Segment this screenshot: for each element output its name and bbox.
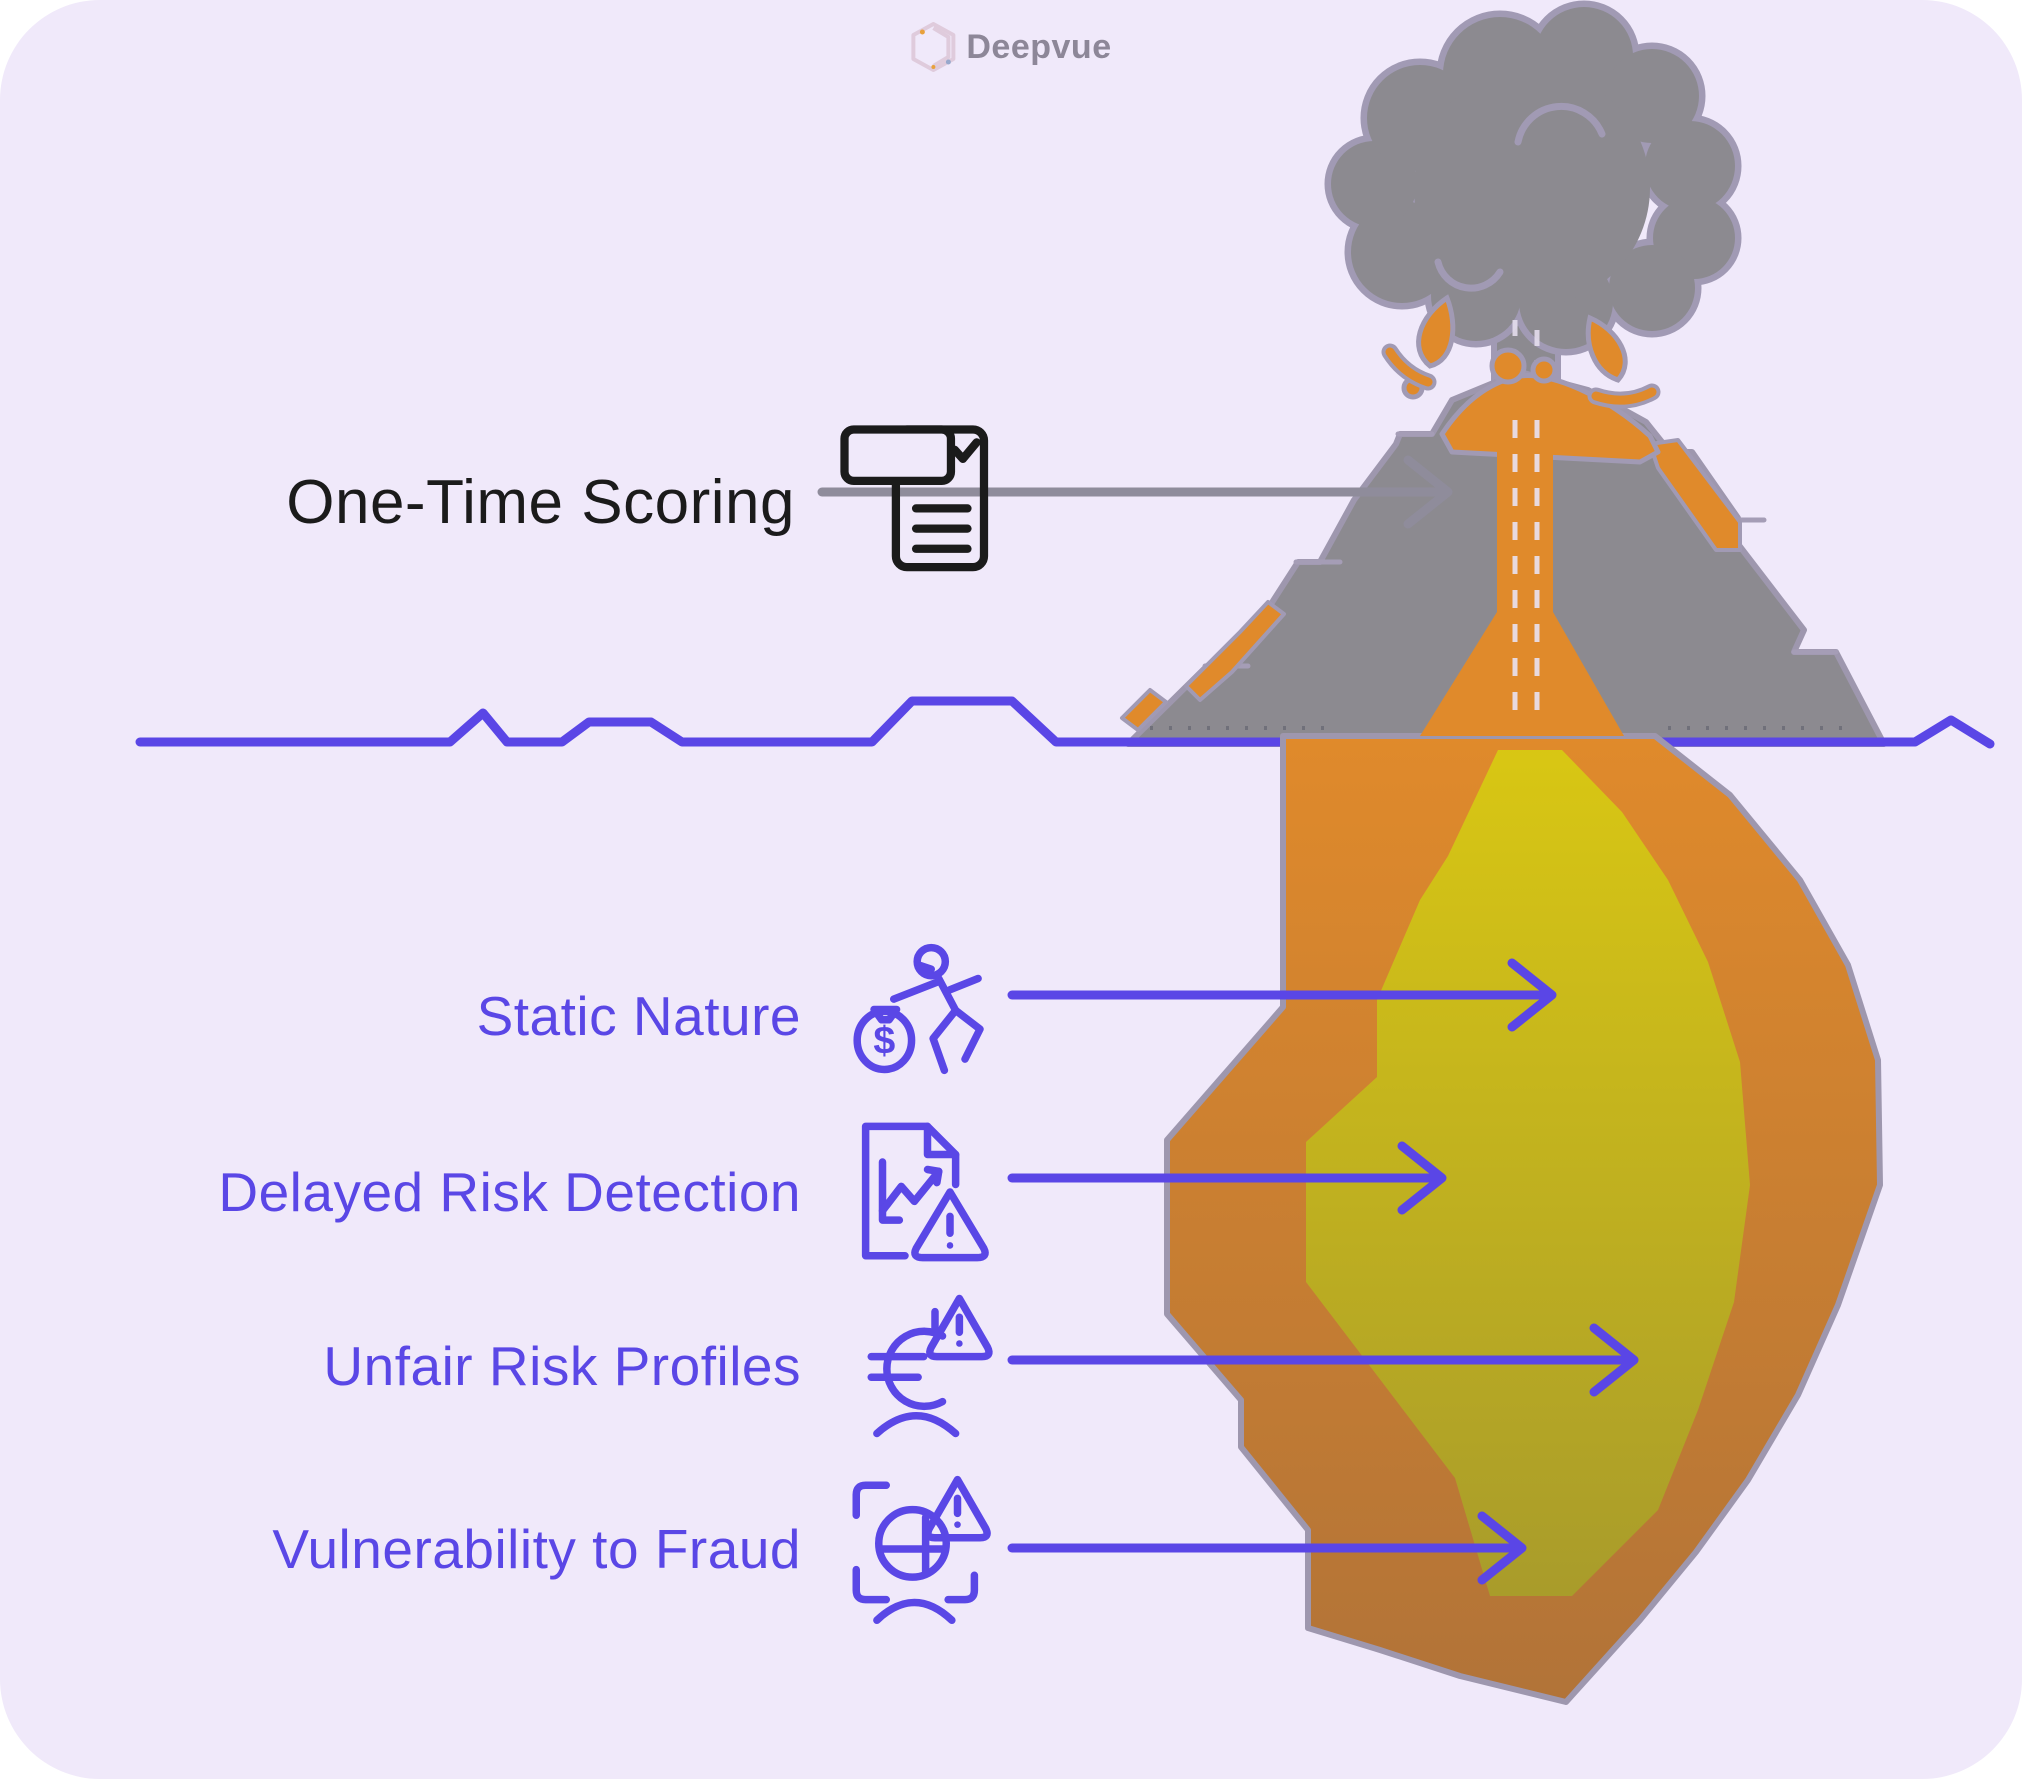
depth-label-row-unfair-risk-profiles: Unfair Risk Profiles bbox=[323, 1291, 995, 1441]
deepvue-hexagon-logo-icon bbox=[911, 22, 956, 72]
delayed-risk-detection-label: Delayed Risk Detection bbox=[218, 1161, 801, 1223]
depth-label-row-delayed-risk-detection: Delayed Risk Detection bbox=[218, 1117, 995, 1267]
risk-chart-warning-icon bbox=[861, 1122, 989, 1262]
money-runner-icon: $ bbox=[853, 943, 984, 1075]
vulnerability-to-fraud-label: Vulnerability to Fraud bbox=[272, 1518, 801, 1580]
static-nature-label: Static Nature bbox=[476, 985, 801, 1047]
face-scan-warning-icon bbox=[852, 1475, 991, 1624]
surface-label-row: One-Time Scoring bbox=[286, 424, 995, 580]
unfair-risk-profiles-label: Unfair Risk Profiles bbox=[323, 1335, 801, 1397]
euro-warning-icon bbox=[867, 1294, 993, 1438]
magma-chamber-illustration bbox=[1164, 402, 1883, 1705]
one-time-scoring-arrow bbox=[817, 455, 1453, 529]
svg-text:$: $ bbox=[873, 1019, 895, 1063]
vulnerability-to-fraud-arrow bbox=[1007, 1511, 1527, 1585]
depth-label-row-static-nature: Static Nature $ bbox=[477, 941, 995, 1091]
lava-splash-illustration bbox=[1381, 294, 1661, 409]
depth-label-row-vulnerability-to-fraud: Vulnerability to Fraud bbox=[272, 1474, 995, 1624]
logo-wordmark: Deepvue bbox=[966, 27, 1112, 66]
delayed-risk-detection-arrow bbox=[1007, 1141, 1447, 1215]
scorecard-icon bbox=[840, 425, 989, 572]
unfair-risk-profiles-arrow bbox=[1007, 1323, 1639, 1397]
one-time-scoring-label: One-Time Scoring bbox=[286, 467, 795, 537]
smoke-plume-illustration bbox=[1324, 0, 1742, 448]
logo: Deepvue bbox=[910, 22, 1111, 72]
static-nature-arrow bbox=[1007, 958, 1557, 1032]
